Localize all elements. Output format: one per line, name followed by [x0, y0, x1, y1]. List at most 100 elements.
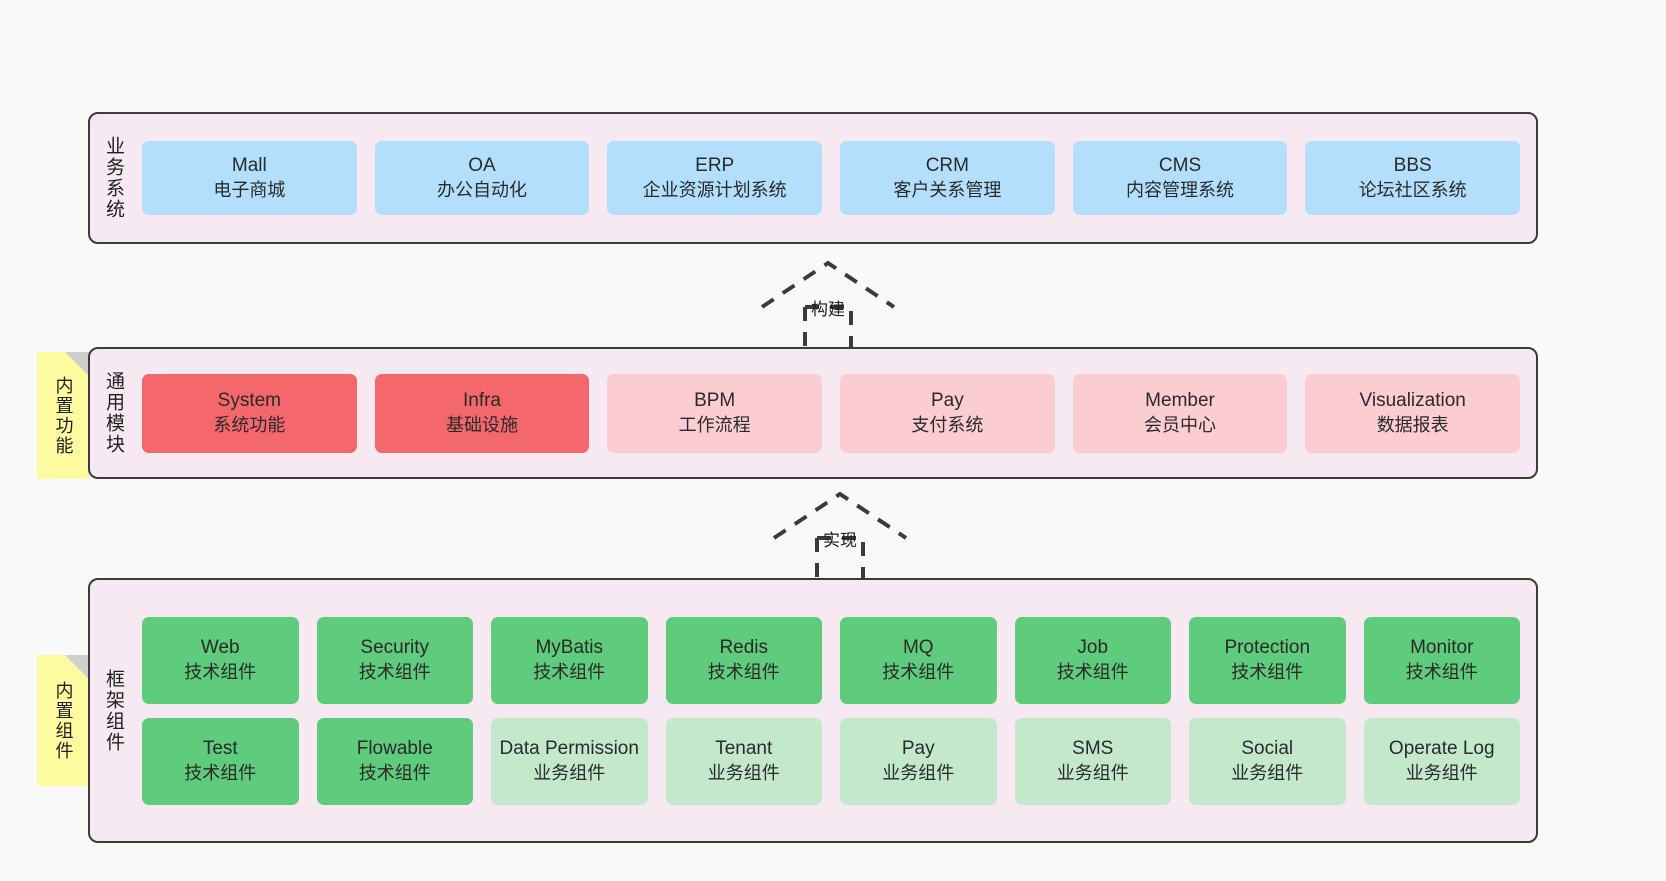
component-box-operate-log[interactable]: Operate Log 业务组件	[1363, 717, 1520, 805]
note-fold-corner-icon	[65, 352, 89, 376]
component-box-data-permission-name: Data Permission	[499, 738, 639, 760]
business-box-bbs[interactable]: BBS 论坛社区系统	[1305, 141, 1521, 215]
business-box-erp[interactable]: ERP 企业资源计划系统	[607, 141, 823, 215]
component-box-tenant-name: Tenant	[715, 738, 773, 760]
note-builtin-component: 内置组件	[37, 655, 89, 786]
component-box-pay-name: Pay	[901, 738, 935, 760]
component-box-sms-name: SMS	[1072, 738, 1114, 760]
component-box-protection-desc: 技术组件	[1231, 661, 1304, 682]
component-box-web[interactable]: Web 技术组件	[142, 616, 299, 704]
component-box-tenant[interactable]: Tenant 业务组件	[665, 717, 822, 805]
common-modules-row: System 系统功能 Infra 基础设施 BPM 工作流程 Pay 支付系统…	[142, 373, 1521, 453]
module-box-system-desc: 系统功能	[213, 414, 286, 435]
component-box-monitor[interactable]: Monitor 技术组件	[1363, 616, 1520, 704]
module-box-infra[interactable]: Infra 基础设施	[374, 373, 590, 453]
business-box-cms[interactable]: CMS 内容管理系统	[1072, 141, 1288, 215]
component-box-flowable-name: Flowable	[356, 738, 433, 760]
business-box-cms-desc: 内容管理系统	[1126, 179, 1235, 200]
module-box-system[interactable]: System 系统功能	[142, 373, 357, 453]
note-builtin-function-label: 内置功能	[53, 375, 74, 456]
component-box-redis-name: Redis	[719, 637, 769, 659]
component-box-mq-desc: 技术组件	[882, 661, 955, 682]
component-box-pay-desc: 业务组件	[882, 762, 955, 783]
business-box-erp-desc: 企业资源计划系统	[642, 179, 787, 200]
component-box-redis-desc: 技术组件	[707, 661, 780, 682]
business-box-bbs-desc: 论坛社区系统	[1358, 179, 1467, 200]
business-box-mall[interactable]: Mall 电子商城	[142, 141, 357, 215]
component-box-social[interactable]: Social 业务组件	[1189, 717, 1346, 805]
module-box-member-name: Member	[1145, 390, 1215, 412]
component-box-protection[interactable]: Protection 技术组件	[1189, 616, 1346, 704]
business-box-cms-name: CMS	[1158, 155, 1202, 177]
component-box-flowable-desc: 技术组件	[358, 762, 431, 783]
component-box-data-permission[interactable]: Data Permission 业务组件	[491, 717, 648, 805]
generalization-arrow-build: 构建	[758, 259, 898, 347]
module-box-infra-name: Infra	[462, 390, 502, 412]
component-box-mq-name: MQ	[902, 637, 934, 659]
component-box-mq[interactable]: MQ 技术组件	[840, 616, 997, 704]
business-box-erp-name: ERP	[695, 155, 735, 177]
component-box-sms[interactable]: SMS 业务组件	[1014, 717, 1171, 805]
component-box-operate-log-name: Operate Log	[1388, 738, 1495, 760]
business-box-crm-name: CRM	[925, 155, 969, 177]
component-box-operate-log-desc: 业务组件	[1405, 762, 1478, 783]
component-box-web-name: Web	[200, 637, 240, 659]
component-box-sms-desc: 业务组件	[1056, 762, 1129, 783]
arrow-implement-label: 实现	[823, 531, 857, 550]
component-box-flowable[interactable]: Flowable 技术组件	[316, 717, 473, 805]
component-box-tenant-desc: 业务组件	[707, 762, 780, 783]
business-box-crm-desc: 客户关系管理	[893, 179, 1002, 200]
module-box-member-desc: 会员中心	[1144, 414, 1217, 435]
note-builtin-component-label: 内置组件	[53, 680, 74, 761]
arrow-head-triangle-build	[760, 260, 896, 309]
business-box-oa-name: OA	[468, 155, 496, 177]
module-box-visualization-desc: 数据报表	[1376, 414, 1449, 435]
note-builtin-function: 内置功能	[37, 352, 89, 479]
module-box-bpm-name: BPM	[694, 390, 736, 412]
component-box-test-name: Test	[202, 738, 238, 760]
note-fold-corner-icon	[65, 655, 89, 679]
framework-components-row-business: Test 技术组件 Flowable 技术组件 Data Permission …	[142, 717, 1520, 805]
component-box-data-permission-desc: 业务组件	[533, 762, 606, 783]
layer-common-modules-label: 通用模块	[102, 371, 124, 455]
business-box-oa[interactable]: OA 办公自动化	[374, 141, 590, 215]
arrow-stem-implement	[815, 536, 865, 578]
layer-framework-components: 框架组件 Web 技术组件 Security 技术组件 MyBatis 技术组件…	[88, 578, 1538, 843]
module-box-bpm[interactable]: BPM 工作流程	[607, 373, 823, 453]
component-box-test[interactable]: Test 技术组件	[142, 717, 299, 805]
arrow-build-label: 构建	[811, 300, 845, 319]
module-box-member[interactable]: Member 会员中心	[1072, 373, 1288, 453]
component-box-job-name: Job	[1077, 637, 1109, 659]
component-box-security-desc: 技术组件	[358, 661, 431, 682]
component-box-redis[interactable]: Redis 技术组件	[665, 616, 822, 704]
module-box-infra-desc: 基础设施	[446, 414, 518, 435]
component-box-job-desc: 技术组件	[1056, 661, 1129, 682]
framework-components-row-technical: Web 技术组件 Security 技术组件 MyBatis 技术组件 Redi…	[142, 616, 1520, 704]
layer-common-modules: 通用模块 System 系统功能 Infra 基础设施 BPM 工作流程 Pay…	[88, 347, 1538, 479]
component-box-test-desc: 技术组件	[184, 762, 257, 783]
module-box-visualization[interactable]: Visualization 数据报表	[1305, 373, 1521, 453]
component-box-social-desc: 业务组件	[1231, 762, 1304, 783]
module-box-visualization-name: Visualization	[1359, 390, 1466, 412]
component-box-job[interactable]: Job 技术组件	[1014, 616, 1171, 704]
component-box-mybatis[interactable]: MyBatis 技术组件	[491, 616, 648, 704]
component-box-monitor-desc: 技术组件	[1405, 661, 1478, 682]
business-box-crm[interactable]: CRM 客户关系管理	[840, 141, 1055, 215]
component-box-mybatis-name: MyBatis	[535, 637, 604, 659]
component-box-security-name: Security	[360, 637, 430, 659]
business-box-oa-desc: 办公自动化	[437, 179, 527, 200]
component-box-pay[interactable]: Pay 业务组件	[840, 717, 997, 805]
layer-business-system: 业务系统 Mall 电子商城 OA 办公自动化 ERP 企业资源计划系统 CRM…	[88, 112, 1538, 244]
module-box-pay[interactable]: Pay 支付系统	[840, 373, 1055, 453]
business-box-mall-name: Mall	[231, 155, 267, 177]
arrow-stem-build	[803, 305, 853, 347]
layer-framework-components-label: 框架组件	[102, 668, 124, 753]
layer-business-system-body: Mall 电子商城 OA 办公自动化 ERP 企业资源计划系统 CRM 客户关系…	[136, 114, 1536, 242]
component-box-monitor-name: Monitor	[1410, 637, 1474, 659]
layer-framework-components-body: Web 技术组件 Security 技术组件 MyBatis 技术组件 Redi…	[136, 580, 1536, 841]
business-box-bbs-name: BBS	[1393, 155, 1432, 177]
component-box-security[interactable]: Security 技术组件	[316, 616, 473, 704]
component-box-mybatis-desc: 技术组件	[533, 661, 606, 682]
layer-business-system-label: 业务系统	[102, 136, 124, 220]
